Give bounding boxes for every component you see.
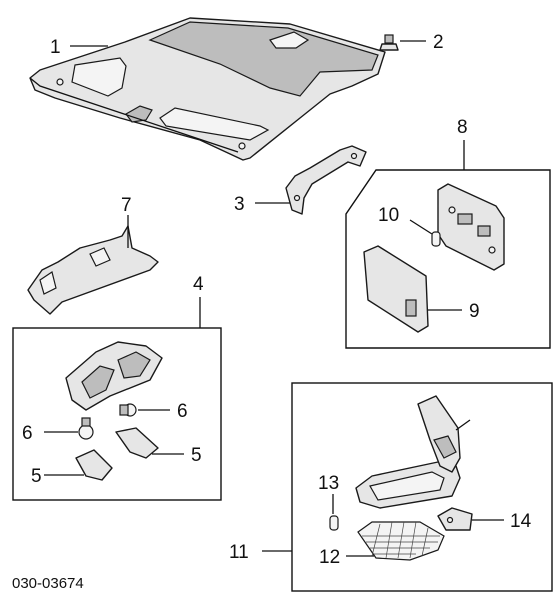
svg-text:3: 3: [234, 194, 245, 215]
svg-text:14: 14: [510, 511, 532, 532]
lamp-base-part[interactable]: [437, 183, 505, 271]
lens-5-right-part[interactable]: [115, 427, 159, 459]
grab-handle-part[interactable]: [285, 145, 367, 215]
svg-text:12: 12: [319, 547, 340, 568]
callout-7: 7: [121, 195, 132, 226]
callout-6-left: 6: [22, 423, 78, 444]
bulb-13-part[interactable]: [329, 515, 339, 531]
svg-text:5: 5: [191, 445, 202, 466]
diagram-code: 030-03674: [12, 575, 84, 592]
callout-11: 11: [229, 542, 292, 563]
svg-text:1: 1: [50, 37, 61, 58]
callout-2: 2: [400, 32, 444, 53]
group-box-11: [291, 382, 553, 592]
group-box-4: [12, 327, 222, 501]
svg-text:6: 6: [22, 423, 33, 444]
svg-text:2: 2: [433, 32, 444, 53]
callout-3: 3: [234, 194, 290, 215]
group-box-8: [345, 169, 551, 349]
callout-5-right: 5: [152, 445, 202, 466]
callout-1: 1: [50, 37, 108, 58]
callout-12: 12: [319, 547, 374, 568]
bracket-part[interactable]: [27, 225, 159, 315]
bulb-6-right-part[interactable]: [119, 403, 137, 417]
svg-text:4: 4: [193, 274, 204, 295]
console-part[interactable]: [355, 395, 471, 509]
svg-text:10: 10: [378, 205, 399, 226]
callout-4: 4: [193, 274, 204, 328]
svg-text:13: 13: [318, 473, 339, 494]
lens-9-part[interactable]: [363, 245, 429, 333]
callout-6-right: 6: [138, 401, 188, 422]
headliner-part[interactable]: [29, 17, 386, 161]
bulb-6-left-part[interactable]: [78, 417, 94, 440]
svg-text:8: 8: [457, 117, 468, 138]
svg-text:6: 6: [177, 401, 188, 422]
callout-14: 14: [472, 511, 532, 532]
lens-12-part[interactable]: [357, 521, 445, 561]
callout-9: 9: [428, 301, 480, 322]
clip-part[interactable]: [379, 34, 399, 51]
bulb-10-part[interactable]: [431, 231, 441, 247]
svg-text:7: 7: [121, 195, 132, 216]
callout-5-left: 5: [31, 466, 84, 487]
svg-text:11: 11: [229, 542, 249, 563]
svg-text:5: 5: [31, 466, 42, 487]
callout-13: 13: [318, 473, 339, 514]
svg-text:9: 9: [469, 301, 480, 322]
callout-10: 10: [378, 205, 433, 235]
bracket-14-part[interactable]: [437, 507, 473, 531]
lens-5-left-part[interactable]: [75, 449, 113, 481]
callout-8: 8: [457, 117, 468, 170]
map-light-housing-part[interactable]: [65, 341, 163, 411]
